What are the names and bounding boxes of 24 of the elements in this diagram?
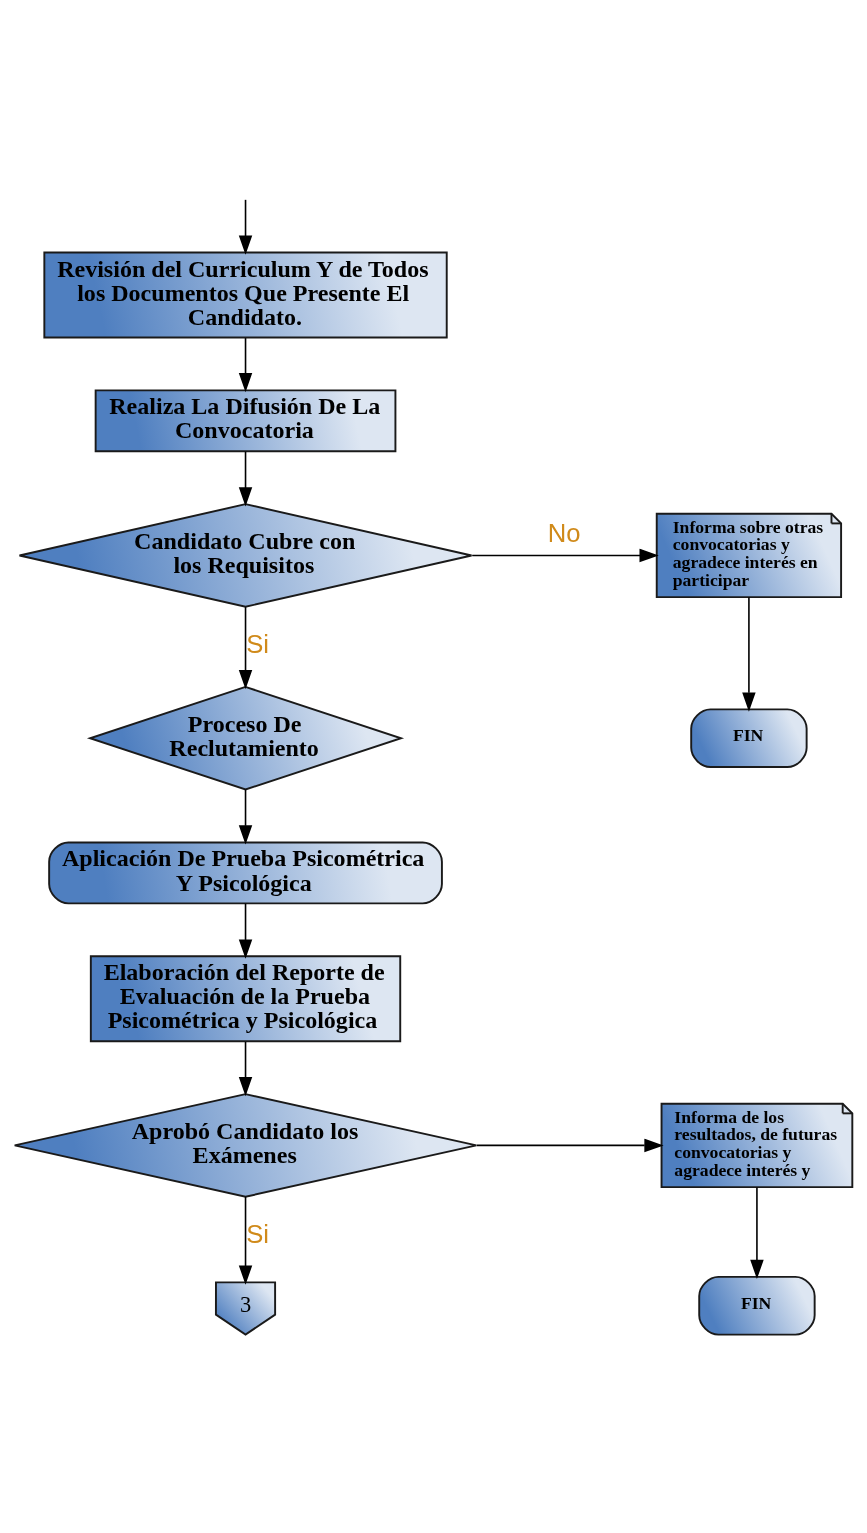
node-diamond: Aprobó Candidato los Exámenes [13,1093,478,1198]
node-diamond: Candidato Cubre con los Requisitos [18,503,473,608]
node-box: Realiza La Difusión De La Convocatoria [94,389,397,453]
arrow [742,596,756,712]
edge-label: No [547,519,581,548]
node-box: Aplicación De Prueba Psicométrica Y Psicológica [48,841,443,905]
node-box: FIN [698,1275,816,1336]
node-diamond: Proceso De Reclutamiento [86,685,405,791]
edge-label: Si [246,629,269,658]
arrow [238,788,253,845]
arrow [238,606,253,690]
node-box: Elaboración del Reporte de Evaluación de la Prueba Psicométrica y Psicológica [89,955,402,1043]
arrow [471,548,659,563]
arrow [238,1195,253,1285]
node-box: FIN [690,708,808,769]
arrow [750,1186,764,1280]
arrow [238,450,253,507]
arrow [238,337,253,393]
node-box: Revisión del Curriculum Y de Todos los Documentos Que Presente El Candidato. [43,251,448,339]
arrow [238,199,253,255]
edge-label: Si [246,1219,269,1248]
arrow [475,1138,664,1153]
arrow [238,902,253,959]
arrow [238,1041,253,1097]
